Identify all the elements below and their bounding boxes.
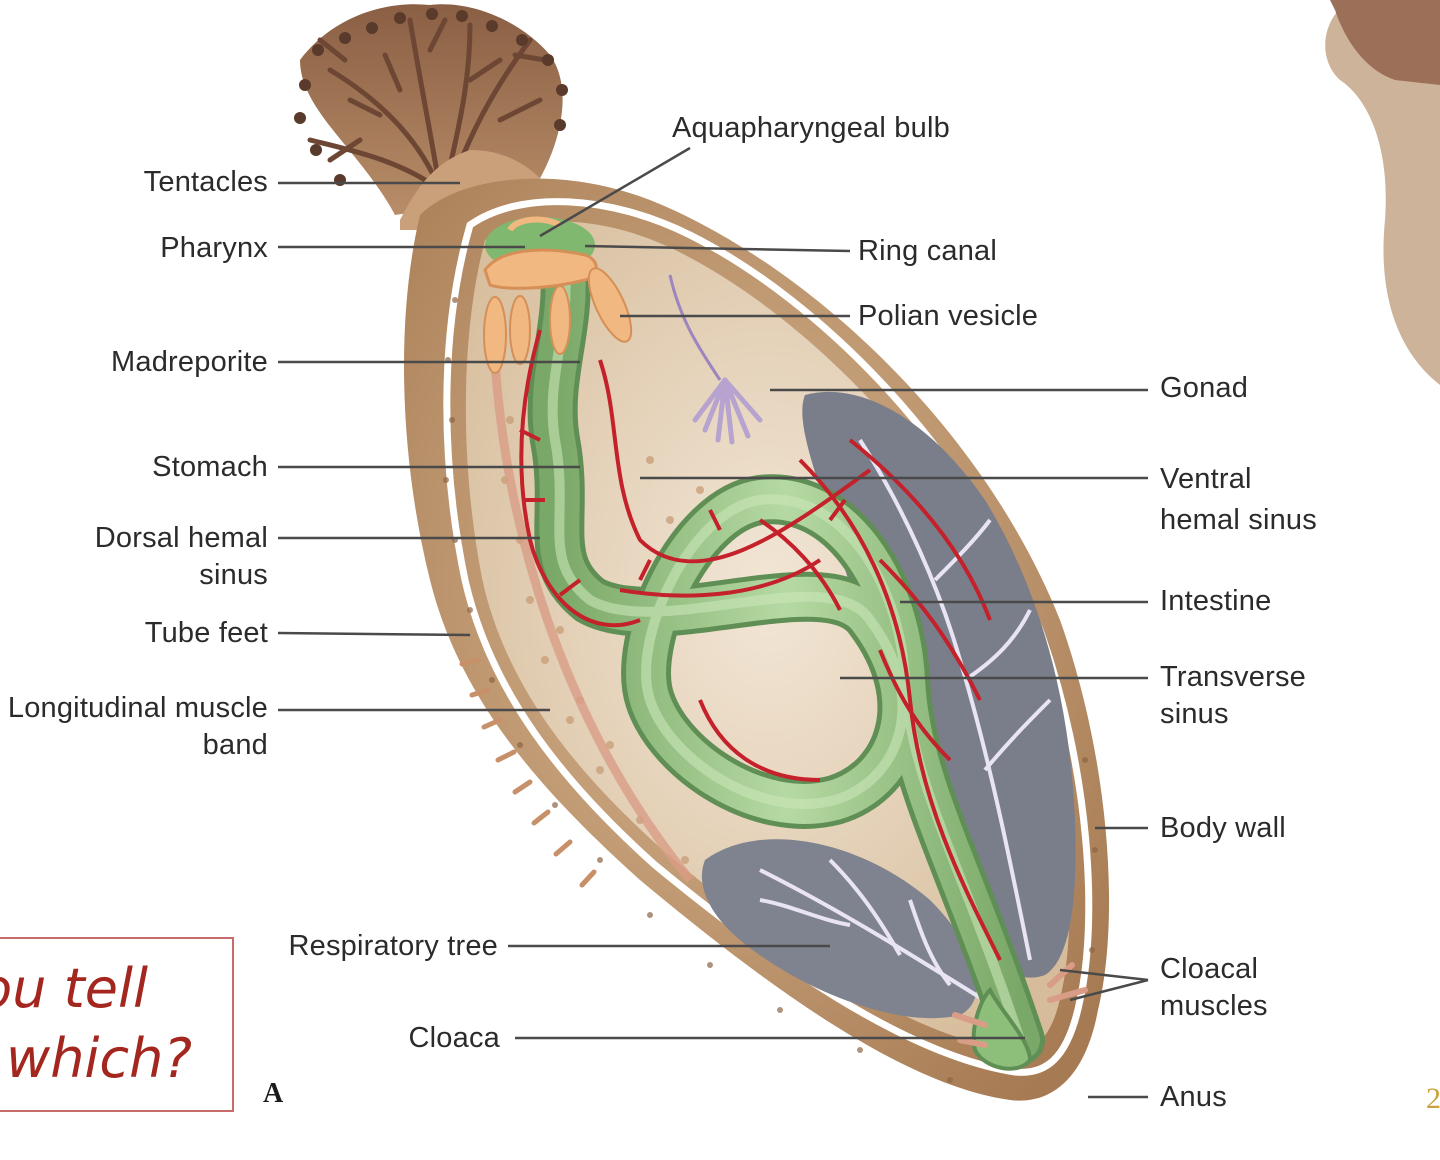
label-intestine: Intestine bbox=[1160, 585, 1272, 617]
water-vascular-ring bbox=[483, 216, 633, 374]
label-dorsal-hemal-line1: Dorsal hemal bbox=[94, 522, 268, 554]
label-cloaca: Cloaca bbox=[408, 1022, 500, 1054]
label-cloacal-muscles-line1: Cloacal bbox=[1160, 953, 1259, 985]
label-transverse-line1: Transverse bbox=[1160, 661, 1306, 693]
cloacal-muscles bbox=[952, 962, 1088, 1048]
label-longitudinal-line1: Longitudinal muscle bbox=[7, 692, 268, 724]
label-polian-vesicle: Polian vesicle bbox=[858, 300, 1039, 332]
label-madreporite: Madreporite bbox=[111, 346, 268, 378]
question-callout: ou tell which? bbox=[0, 937, 234, 1112]
polian-vesicle bbox=[668, 274, 763, 445]
label-pharynx: Pharynx bbox=[160, 232, 268, 264]
figure-letter: A bbox=[263, 1078, 284, 1109]
label-gonad: Gonad bbox=[1160, 372, 1249, 404]
body-wall-lining bbox=[443, 198, 1093, 1076]
hemal-vessels bbox=[519, 329, 1002, 961]
body-pores bbox=[443, 297, 1098, 1083]
label-ventral-hemal-line1: Ventral bbox=[1160, 463, 1252, 495]
label-stomach: Stomach bbox=[152, 451, 268, 483]
label-cloacal-muscles-line2: muscles bbox=[1160, 990, 1268, 1022]
longitudinal-muscle-band bbox=[490, 359, 694, 883]
label-transverse-line2: sinus bbox=[1160, 698, 1229, 730]
second-specimen-edge bbox=[1325, 0, 1440, 385]
label-tube-feet: Tube feet bbox=[144, 617, 268, 649]
label-aquapharyngeal-bulb: Aquapharyngeal bulb bbox=[672, 112, 950, 144]
label-ring-canal: Ring canal bbox=[858, 235, 998, 267]
callout-line2: which? bbox=[6, 1027, 192, 1090]
tube-feet bbox=[459, 657, 597, 888]
label-respiratory-tree: Respiratory tree bbox=[288, 930, 498, 962]
label-anus: Anus bbox=[1160, 1081, 1227, 1113]
label-body-wall: Body wall bbox=[1160, 812, 1286, 844]
label-ventral-hemal-line2: hemal sinus bbox=[1160, 504, 1317, 536]
respiratory-tree-lower bbox=[701, 839, 1002, 1019]
leader-lines bbox=[277, 146, 1149, 1099]
label-longitudinal-line2: band bbox=[202, 729, 268, 761]
coelom bbox=[465, 221, 1070, 1051]
page-number-fragment: 2 bbox=[1426, 1082, 1440, 1115]
label-tentacles: Tentacles bbox=[143, 166, 268, 198]
callout-line1: ou tell bbox=[0, 957, 148, 1020]
label-dorsal-hemal-line2: sinus bbox=[199, 559, 268, 591]
